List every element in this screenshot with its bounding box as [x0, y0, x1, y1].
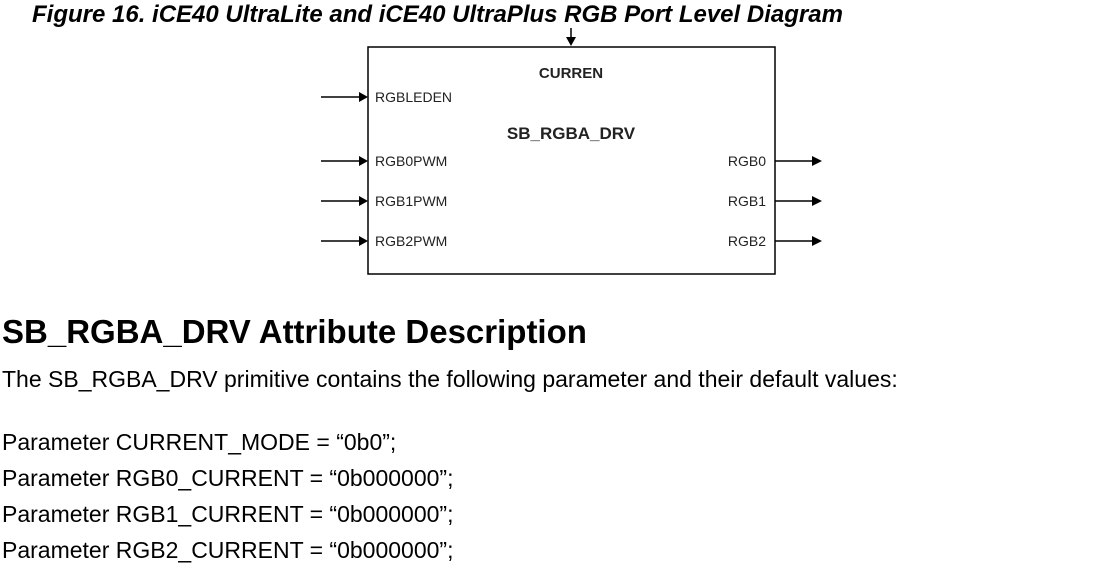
section-title: SB_RGBA_DRV Attribute Description: [2, 313, 587, 350]
section-intro: The SB_RGBA_DRV primitive contains the f…: [2, 366, 898, 392]
input-arrow-rgbleden: [321, 92, 368, 102]
port-label-rgb2: RGB2: [728, 233, 766, 249]
curren-arrow: [566, 28, 576, 46]
input-arrow-rgb1pwm: [321, 196, 368, 206]
output-arrow-rgb2: [775, 236, 822, 246]
curren-port-label: CURREN: [539, 65, 603, 82]
parameter-line: Parameter RGB1_CURRENT = “0b000000”;: [2, 501, 454, 527]
port-label-rgb0pwm: RGB0PWM: [375, 153, 447, 169]
rgb-port-diagram: CURREN SB_RGBA_DRV RGBLEDEN RGB0PWM RGB1…: [321, 28, 822, 275]
parameter-line: Parameter RGB2_CURRENT = “0b000000”;: [2, 537, 454, 563]
port-label-rgbleden: RGBLEDEN: [375, 89, 452, 105]
parameter-list: Parameter CURRENT_MODE = “0b0”; Paramete…: [2, 424, 453, 568]
parameter-line: Parameter RGB0_CURRENT = “0b000000”;: [2, 465, 454, 491]
output-arrow-rgb0: [775, 156, 822, 166]
port-label-rgb0: RGB0: [728, 153, 766, 169]
sb-rgba-drv-block: [367, 46, 776, 275]
port-label-rgb2pwm: RGB2PWM: [375, 233, 447, 249]
output-arrow-rgb1: [775, 196, 822, 206]
figure-caption: Figure 16. iCE40 UltraLite and iCE40 Ult…: [32, 1, 843, 28]
port-label-rgb1pwm: RGB1PWM: [375, 193, 447, 209]
port-label-rgb1: RGB1: [728, 193, 766, 209]
input-arrow-rgb0pwm: [321, 156, 368, 166]
input-arrow-rgb2pwm: [321, 236, 368, 246]
block-name-label: SB_RGBA_DRV: [507, 124, 636, 143]
parameter-line: Parameter CURRENT_MODE = “0b0”;: [2, 429, 397, 455]
